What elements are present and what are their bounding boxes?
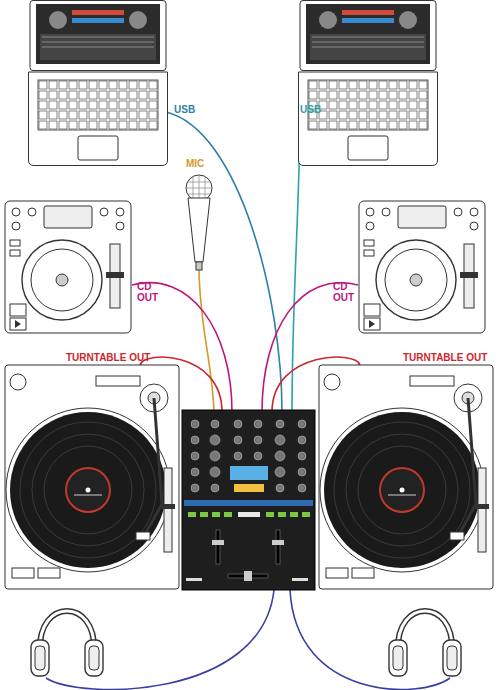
wire-label: USB [300,104,321,115]
wire-label: USB [174,104,195,115]
turntable [319,365,493,589]
wire-label: CD OUT [333,281,355,303]
cd-player [5,201,131,333]
cd-player [359,201,485,333]
mixer [182,410,315,590]
headphone-cable [46,590,274,689]
headphones [31,611,103,676]
mic-cable [199,270,214,412]
wire-label: TURNTABLE OUT [403,352,487,363]
laptop [299,1,438,166]
wire-label: MIC [186,158,204,169]
wire-label: CD OUT [137,281,159,303]
turntable [5,365,179,589]
laptop [29,1,168,166]
headphones [389,611,461,676]
usb-cable [166,112,282,412]
microphone [186,175,212,270]
headphone-cable [290,590,450,689]
wire-label: TURNTABLE OUT [66,352,150,363]
